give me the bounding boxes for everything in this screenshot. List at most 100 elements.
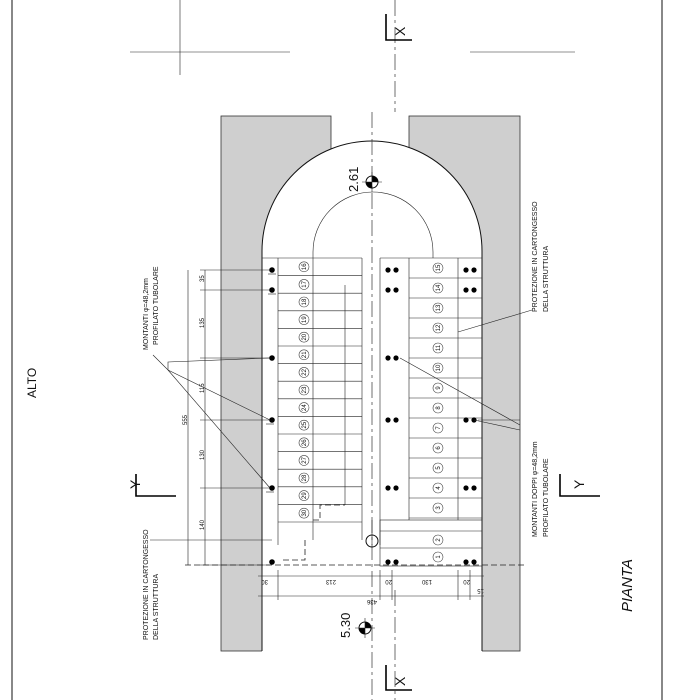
section-marker-x-top: X xyxy=(385,14,412,41)
note-protezione-left: PROTEZIONE IN CARTONGESSO DELLA STRUTTUR… xyxy=(143,529,160,640)
step-bubble: 30 xyxy=(298,507,310,519)
dim-130: 130 xyxy=(200,449,206,460)
note-prot-left-line2: DELLA STRUTTURA xyxy=(153,574,160,640)
post xyxy=(269,559,275,565)
step-bubble: 20 xyxy=(298,331,310,343)
post-pair xyxy=(385,559,399,565)
step-number: 10 xyxy=(436,364,442,371)
elevation-marker-top: 2.61 xyxy=(346,167,382,192)
step-number: 12 xyxy=(436,324,442,331)
post xyxy=(269,267,275,273)
step-bubble: 28 xyxy=(298,472,310,484)
step-bubble: 2 xyxy=(432,534,444,546)
step-bubble: 13 xyxy=(432,302,444,314)
post-pair xyxy=(385,417,399,423)
step-bubble: 26 xyxy=(298,437,310,449)
note-montanti-line2: PROFILATO TUBOLARE xyxy=(153,266,160,345)
step-number: 28 xyxy=(302,474,308,481)
step-number: 6 xyxy=(436,446,442,450)
dim-15: 15 xyxy=(477,587,484,593)
post-pair xyxy=(385,355,399,361)
dim-555: 555 xyxy=(183,414,189,425)
step-number: 17 xyxy=(302,280,308,287)
section-marker-y-right: Y xyxy=(559,474,600,497)
step-bubble: 23 xyxy=(298,384,310,396)
step-number: 8 xyxy=(436,406,442,410)
post-pair xyxy=(463,485,477,491)
post-pair xyxy=(385,267,399,273)
post xyxy=(269,287,275,293)
step-number: 19 xyxy=(302,316,308,323)
elevation-bottom-label: 5.30 xyxy=(338,613,353,638)
step-bubble: 11 xyxy=(432,342,444,354)
post xyxy=(269,355,275,361)
section-y-right-label: Y xyxy=(571,479,587,489)
section-y-left-label: Y xyxy=(127,479,143,489)
alto-label: ALTO xyxy=(25,368,39,398)
step-bubble: 10 xyxy=(432,362,444,374)
step-bubble: 14 xyxy=(432,282,444,294)
step-number: 4 xyxy=(436,486,442,490)
step-bubble: 1 xyxy=(432,551,444,563)
section-marker-x-bottom: X xyxy=(385,665,412,691)
step-bubble: 17 xyxy=(298,279,310,290)
step-number: 18 xyxy=(302,298,308,305)
step-bubble: 27 xyxy=(298,455,310,466)
step-number: 27 xyxy=(302,456,308,463)
step-bubble: 21 xyxy=(298,349,310,361)
post-pair xyxy=(385,287,399,293)
step-bubble: 19 xyxy=(298,314,310,325)
note-leaders xyxy=(150,309,533,541)
right-flight xyxy=(365,257,483,567)
note-protezione-right: PROTEZIONE IN CARTONGESSO DELLA STRUTTUR… xyxy=(532,201,550,312)
post-pair xyxy=(463,287,477,293)
pianta-label: PIANTA xyxy=(619,559,636,612)
step-number-bubbles: 1617181920212223242526272829301514131211… xyxy=(298,261,444,563)
step-number: 14 xyxy=(436,284,442,291)
dim-130-b: 130 xyxy=(421,578,432,584)
dim-30: 30 xyxy=(261,578,268,584)
step-bubble: 7 xyxy=(432,422,444,434)
dim-20-b: 20 xyxy=(463,578,470,584)
post-pair xyxy=(463,267,477,273)
step-number: 22 xyxy=(302,368,308,375)
step-bubble: 3 xyxy=(432,502,444,514)
step-number: 21 xyxy=(302,351,308,358)
step-bubble: 25 xyxy=(298,419,310,431)
dim-115: 115 xyxy=(200,383,206,393)
step-bubble: 9 xyxy=(432,382,444,394)
post-pair xyxy=(385,485,399,491)
step-number: 26 xyxy=(302,439,308,446)
dim-213: 213 xyxy=(325,578,336,584)
section-marker-y-left: Y xyxy=(127,474,176,497)
step-number: 16 xyxy=(302,263,308,270)
step-bubble: 15 xyxy=(432,262,444,274)
step-number: 5 xyxy=(436,466,442,470)
section-x-bottom-label: X xyxy=(392,676,408,686)
post-pair xyxy=(463,559,477,565)
step-bubble: 18 xyxy=(298,296,310,308)
elevation-marker-bottom: 5.30 xyxy=(338,613,375,638)
step-number: 11 xyxy=(436,344,442,351)
step-number: 29 xyxy=(302,492,308,499)
post xyxy=(269,417,275,423)
step-number: 15 xyxy=(436,264,442,271)
step-bubble: 29 xyxy=(298,490,310,501)
section-x-top-label: X xyxy=(392,26,408,36)
step-bubble: 4 xyxy=(432,482,444,494)
dim-35: 35 xyxy=(200,275,206,282)
step-number: 20 xyxy=(302,333,308,340)
dim-436: 436 xyxy=(366,598,377,604)
posts xyxy=(266,267,477,565)
bottom-dimension-chain: 30 213 20 130 20 15 436 xyxy=(258,570,484,604)
tread-lines xyxy=(278,275,482,523)
step-number: 30 xyxy=(302,509,308,516)
step-bubble: 5 xyxy=(432,462,444,474)
step-number: 13 xyxy=(436,304,442,311)
step-number: 3 xyxy=(436,506,442,510)
step-number: 1 xyxy=(436,555,442,559)
dim-140: 140 xyxy=(200,519,206,530)
top-crosshairs xyxy=(130,0,575,112)
note-prot-right-line2: DELLA STRUTTURA xyxy=(543,246,550,312)
note-prot-left-line1: PROTEZIONE IN CARTONGESSO xyxy=(143,529,150,640)
